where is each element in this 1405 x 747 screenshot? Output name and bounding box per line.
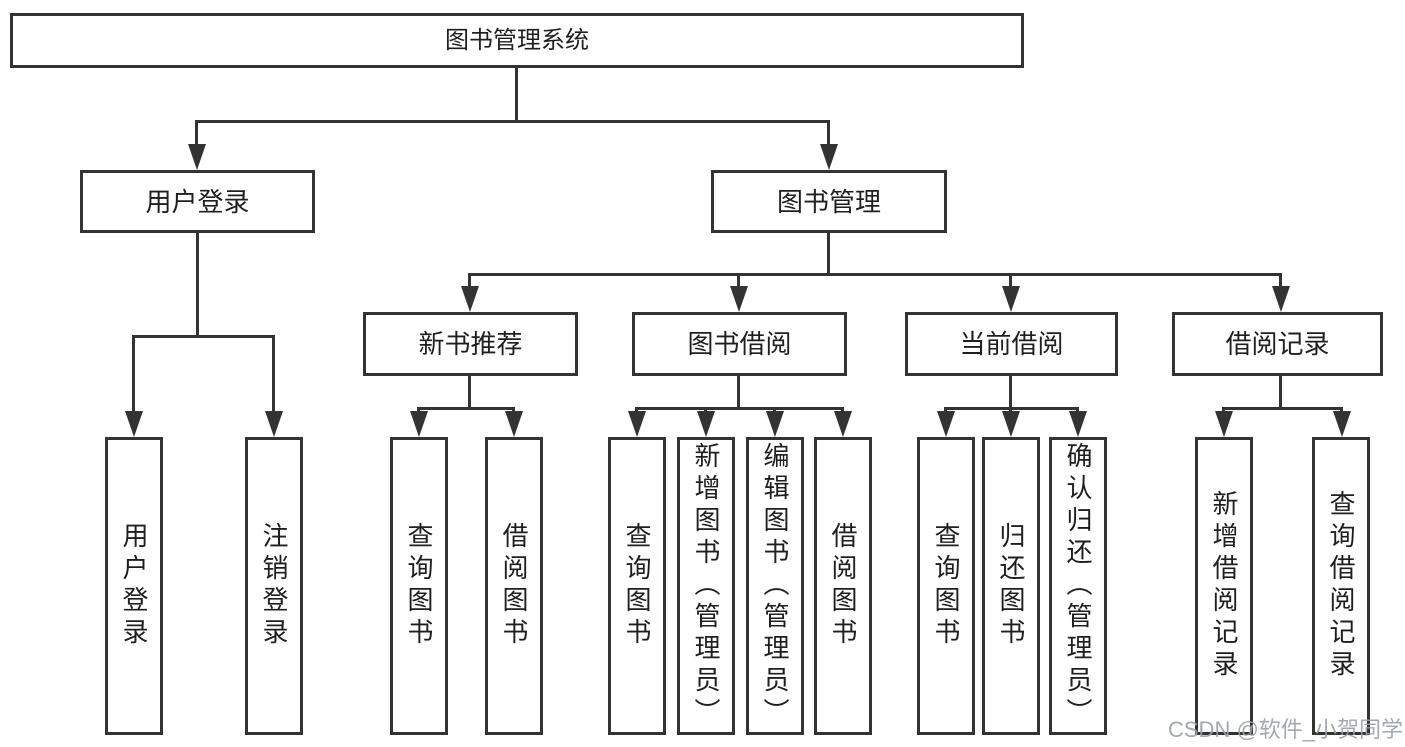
leaf-return-book: 归还图书 (982, 437, 1040, 735)
connector-bar-level3 (468, 273, 1281, 276)
node-book-borrow: 图书借阅 (632, 312, 847, 376)
leaf-query-borrow-record: 查询借阅记录 (1312, 437, 1370, 735)
arrow-to-user-login (195, 120, 198, 144)
arrow-to-leaf-query-books-3 (944, 407, 947, 411)
connector-bar-level2 (196, 120, 830, 123)
arrow-to-leaf-borrow-books-1 (512, 407, 515, 411)
arrow-to-leaf-query-books-2 (635, 407, 638, 411)
watermark: CSDN @软件_小贺同学 (1168, 717, 1404, 742)
leaf-user-login: 用户登录 (105, 437, 163, 735)
connector-stem-new-book-recommend (468, 376, 471, 409)
arrow-to-new-book-recommend (468, 273, 471, 286)
connector-bar-user-login-children (133, 335, 275, 338)
leaf-add-borrow-record: 新增借阅记录 (1195, 437, 1253, 735)
arrow-to-leaf-return-book (1009, 407, 1012, 411)
connector-stem-user-login (196, 233, 199, 337)
node-user-login: 用户登录 (80, 170, 315, 233)
leaf-confirm-return-admin: 确认归还（管理员） (1049, 437, 1107, 735)
leaf-query-books-1: 查询图书 (390, 437, 448, 735)
connector-bar-book-borrow-children (635, 407, 843, 410)
leaf-logout: 注销登录 (245, 437, 303, 735)
connector-bar-borrow-records-children (1222, 407, 1342, 410)
node-borrow-records: 借阅记录 (1172, 312, 1383, 376)
leaf-add-book-admin: 新增图书（管理员） (677, 437, 735, 735)
arrow-to-leaf-add-borrow-record (1222, 407, 1225, 411)
node-new-book-recommend: 新书推荐 (363, 312, 578, 376)
arrow-to-book-borrow (737, 273, 740, 286)
arrow-to-book-management (827, 120, 830, 144)
arrow-to-leaf-confirm-return (1076, 407, 1079, 411)
leaf-query-books-2: 查询图书 (608, 437, 666, 735)
connector-bar-new-book-children (417, 407, 515, 410)
leaf-borrow-books-1: 借阅图书 (485, 437, 543, 735)
connector-stem-current-borrow (1009, 376, 1012, 409)
arrow-to-leaf-borrow-books-2 (841, 407, 844, 411)
connector-stem-book-borrow (737, 376, 740, 409)
arrow-to-leaf-logout (272, 335, 275, 411)
connector-stem-borrow-records (1279, 376, 1282, 409)
leaf-query-books-3: 查询图书 (917, 437, 975, 735)
leaf-borrow-books-2: 借阅图书 (814, 437, 872, 735)
arrow-to-borrow-records (1279, 273, 1282, 286)
leaf-edit-book-admin: 编辑图书（管理员） (746, 437, 804, 735)
arrow-to-leaf-query-borrow-record (1340, 407, 1343, 411)
node-book-management: 图书管理 (711, 170, 947, 233)
arrow-to-leaf-add-book (704, 407, 707, 411)
arrow-to-leaf-query-books-1 (417, 407, 420, 411)
arrow-to-current-borrow (1009, 273, 1012, 286)
node-root: 图书管理系统 (10, 13, 1024, 68)
connector-stem-root (515, 68, 518, 123)
arrow-to-leaf-user-login (132, 335, 135, 411)
connector-stem-book-management (827, 233, 830, 275)
node-current-borrow: 当前借阅 (905, 312, 1118, 376)
arrow-to-leaf-edit-book (773, 407, 776, 411)
